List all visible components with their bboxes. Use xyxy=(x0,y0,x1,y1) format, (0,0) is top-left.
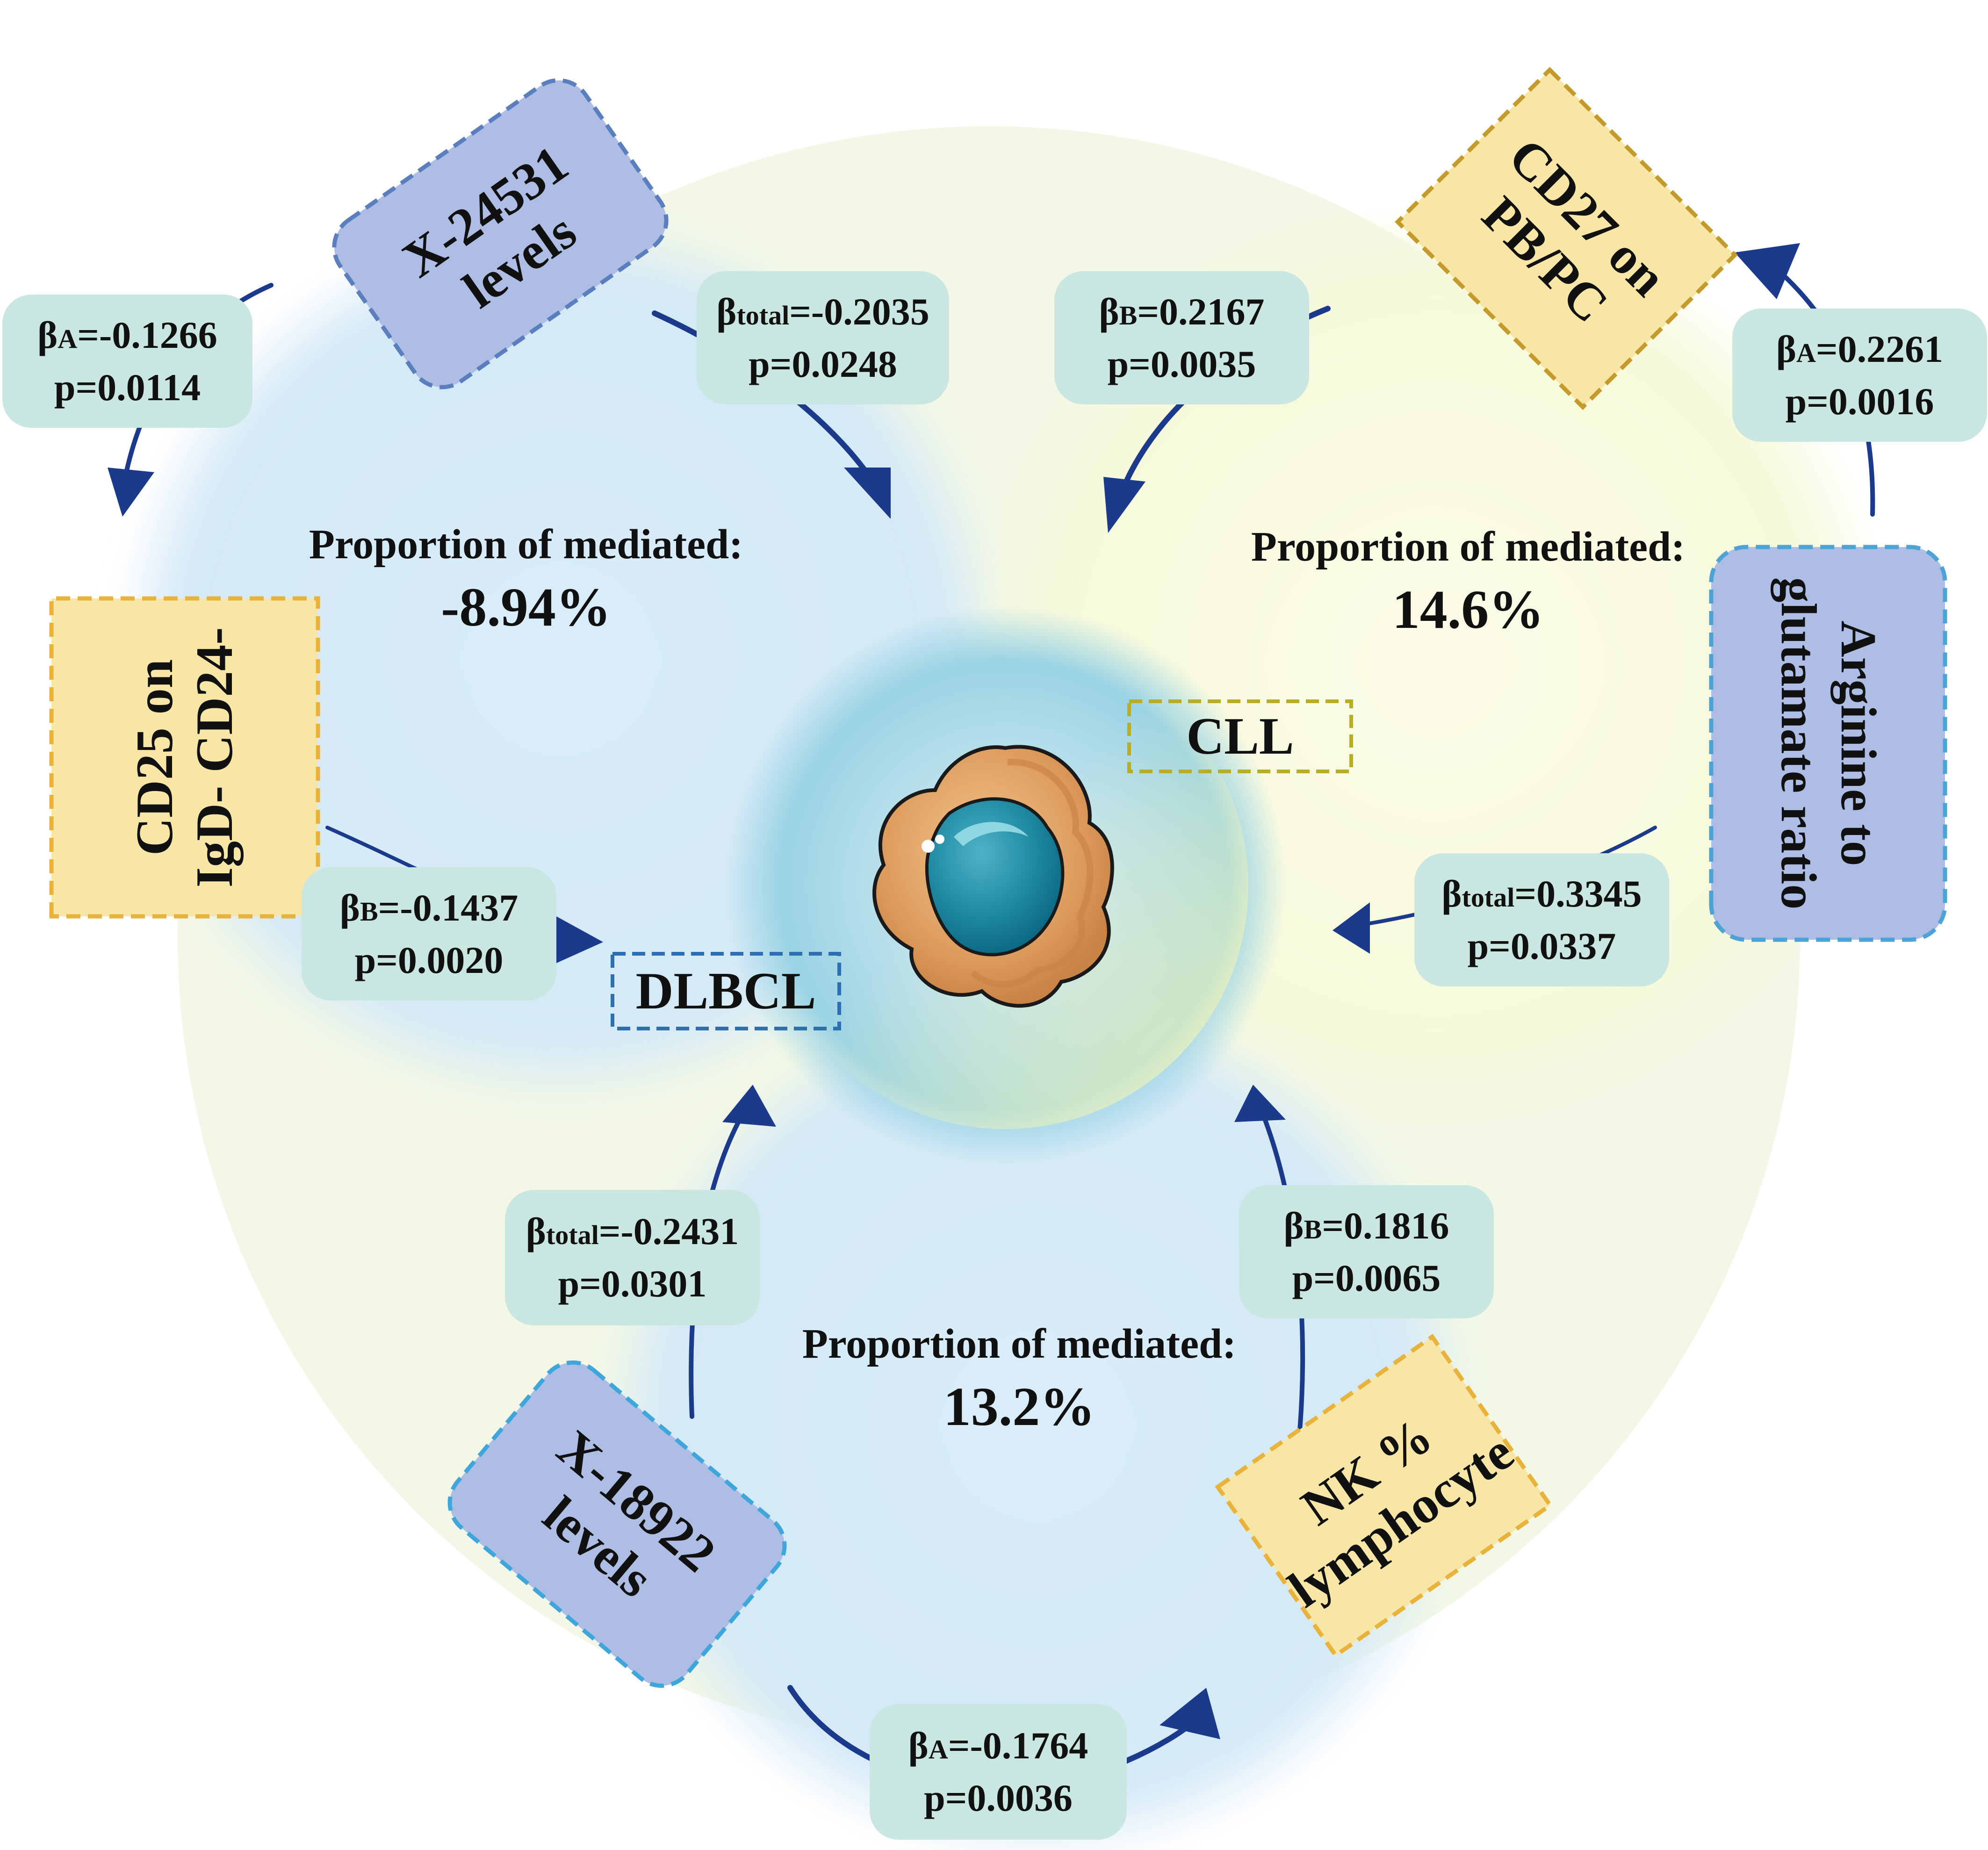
dlbcl-frame xyxy=(611,952,841,1030)
arrowhead-dlbcl-bottom-left xyxy=(722,1085,776,1127)
dlbcl-label: DLBCL xyxy=(635,962,816,1020)
cll-label: CLL xyxy=(1186,707,1294,765)
x18922-box xyxy=(447,1360,787,1688)
cll-frame xyxy=(1127,699,1353,773)
proportion-top-right: Proportion of mediated: 14.6% xyxy=(1251,524,1685,640)
nk-box xyxy=(1215,1333,1553,1659)
arrowhead-dlbcl-left xyxy=(556,916,603,963)
x24531-box xyxy=(332,78,669,389)
arrowhead-cd25 xyxy=(108,468,154,517)
arginine-box xyxy=(1709,545,1947,942)
cd25-box xyxy=(49,596,320,919)
lymphoma-cell-illustration xyxy=(872,745,1114,1008)
arrowhead-cd27 xyxy=(1735,243,1800,299)
cd27-box xyxy=(1395,67,1738,410)
arrowhead-cll-top xyxy=(1103,477,1145,533)
arrowhead-dlbcl-bottom-right xyxy=(1234,1085,1286,1122)
arrowhead-cll-right xyxy=(1333,902,1370,954)
proportion-bottom: Proportion of mediated: 13.2% xyxy=(802,1321,1237,1437)
arrowhead-nk xyxy=(1160,1688,1220,1739)
proportion-top-left: Proportion of mediated: -8.94% xyxy=(309,521,743,638)
arrowhead-dlbcl-top xyxy=(844,468,891,519)
